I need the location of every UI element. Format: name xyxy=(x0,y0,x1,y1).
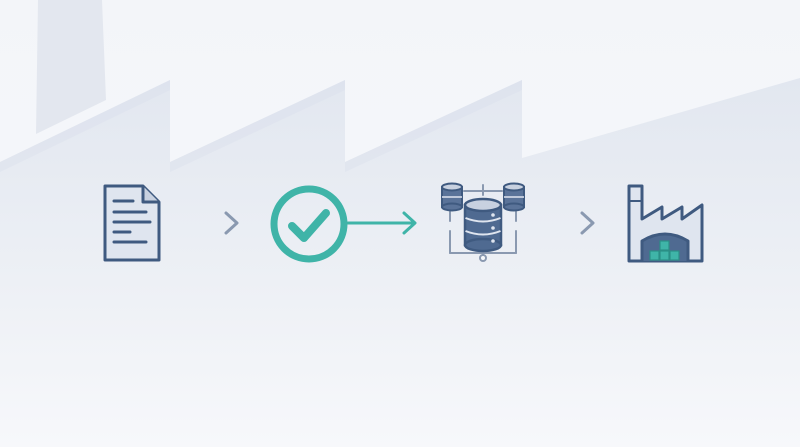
database-network-icon xyxy=(441,182,525,262)
checkmark-circle-icon xyxy=(270,185,348,263)
arrow-right-icon xyxy=(168,211,239,235)
arrow-right-icon xyxy=(524,211,595,235)
factory-warehouse-icon xyxy=(627,184,704,263)
arrow-right-icon xyxy=(346,211,417,235)
document-icon xyxy=(103,184,161,262)
